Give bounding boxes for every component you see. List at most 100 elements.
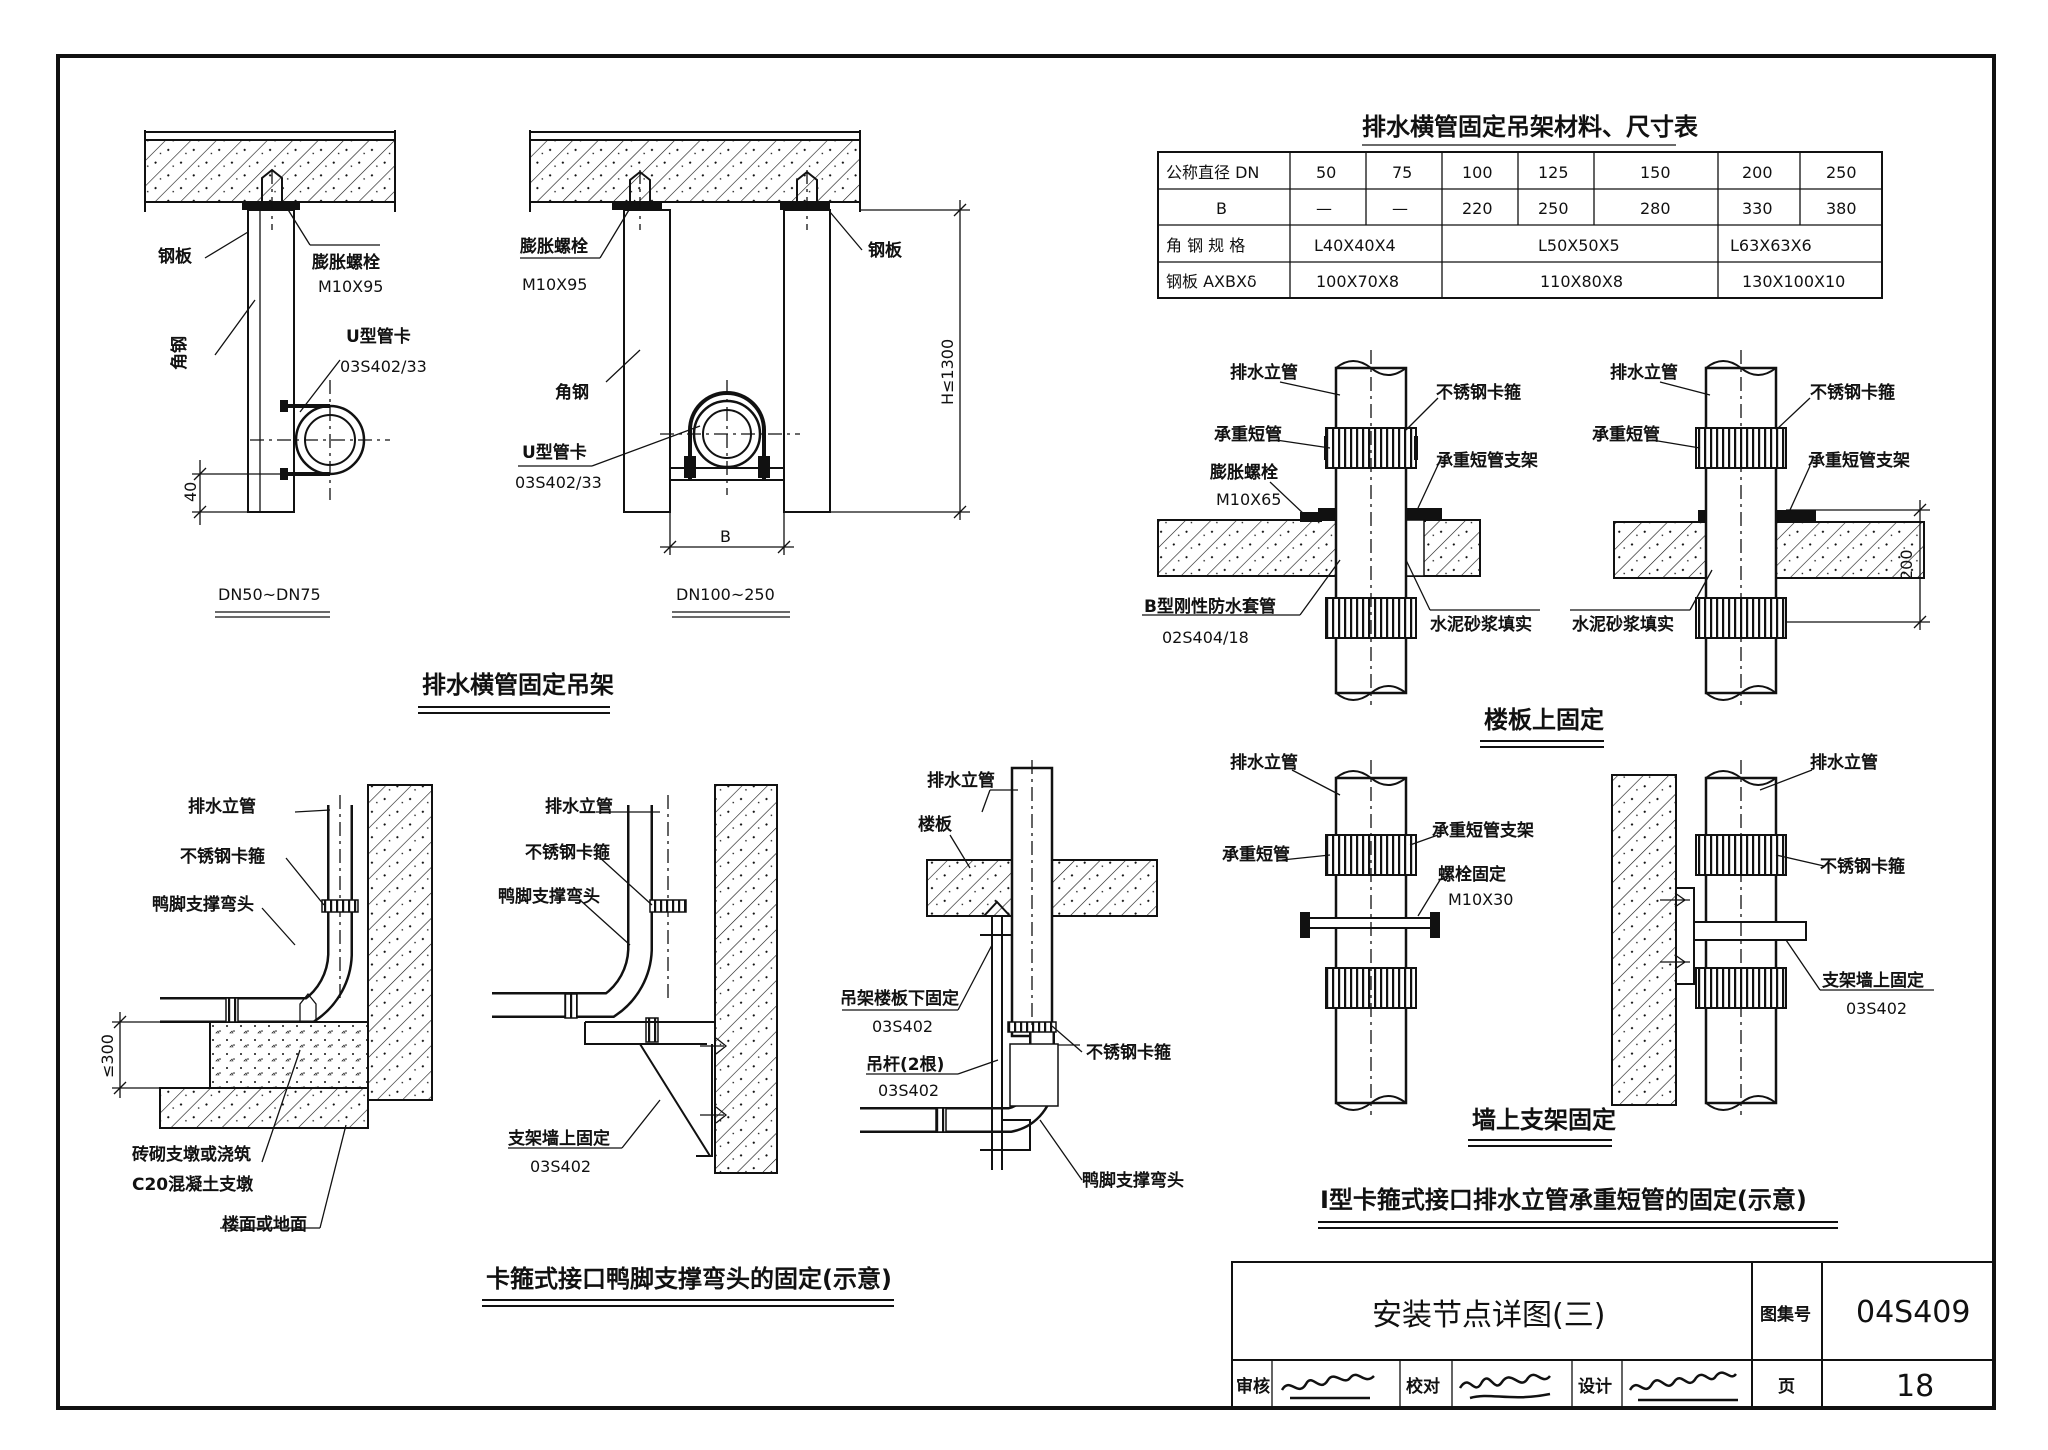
label-expansion-bolt: 膨胀螺栓 <box>312 252 380 273</box>
label-ss-clamp-5: 不锈钢卡箍 <box>525 842 610 863</box>
atlas-label: 图集号 <box>1760 1304 1811 1325</box>
cell-b: 250 <box>1538 199 1569 218</box>
label-u-clamp-ref: 03S402/33 <box>340 357 427 376</box>
row-dn-label: 公称直径 DN <box>1166 163 1259 182</box>
label-floor: 楼面或地面 <box>222 1214 307 1235</box>
dim-b: B <box>720 527 731 546</box>
dim-h: H≤1300 <box>938 339 957 405</box>
caption-dn100-250: DN100~250 <box>676 585 775 604</box>
cell-dn: 125 <box>1538 163 1569 182</box>
label-expansion-bolt-3: 膨胀螺栓 <box>1210 462 1278 483</box>
cell-dn: 250 <box>1826 163 1857 182</box>
label-wall-ref-2: 03S402 <box>530 1157 591 1176</box>
label-hanger-fix: 吊架楼板下固定 <box>840 988 959 1009</box>
label-rod: 吊杆(2根) <box>866 1054 944 1075</box>
label-rod-ref: 03S402 <box>878 1081 939 1100</box>
label-riser-6: 排水立管 <box>545 796 613 817</box>
label-u-clamp-ref-2: 03S402/33 <box>515 473 602 492</box>
label-ss-clamp-2: 不锈钢卡箍 <box>1810 382 1895 403</box>
cell-b: 380 <box>1826 199 1857 218</box>
label-riser-2: 排水立管 <box>1610 362 1678 383</box>
label-wall-ref: 03S402 <box>1846 999 1907 1018</box>
label-riser-4: 排水立管 <box>1810 752 1878 773</box>
cell-b: 220 <box>1462 199 1493 218</box>
label-sleeve-ref: 02S404/18 <box>1162 628 1249 647</box>
label-angle-steel: 角钢 <box>169 336 190 370</box>
cell-dn: 100 <box>1462 163 1493 182</box>
hanger-details: 40 钢板 膨胀螺栓 M10X95 角钢 U型管卡 03S402/33 DN50… <box>144 130 970 714</box>
material-table: 排水横管固定吊架材料、尺寸表 公称直径 DN 50 75 100 125 150… <box>1157 113 1883 299</box>
label-bearing-pipe-3: 承重短管 <box>1222 844 1290 865</box>
cell-b: 330 <box>1742 199 1773 218</box>
cell-dn: 200 <box>1742 163 1773 182</box>
label-mortar-2: 水泥砂浆填实 <box>1572 614 1674 635</box>
dim-300: ≤300 <box>98 1034 117 1078</box>
design-label: 设计 <box>1578 1376 1612 1397</box>
label-bearing-support-3: 承重短管支架 <box>1432 820 1534 841</box>
label-sleeve: B型刚性防水套管 <box>1144 596 1276 617</box>
label-ss-clamp-3: 不锈钢卡箍 <box>1820 856 1905 877</box>
signature-designer <box>1628 1371 1738 1402</box>
label-steel-plate-2: 钢板 <box>868 240 903 261</box>
section-title-wall-fix: 墙上支架固定 <box>1472 1106 1616 1134</box>
label-bolt-spec-2: M10X95 <box>522 275 587 294</box>
label-bearing-support: 承重短管支架 <box>1436 450 1538 471</box>
cell-b: — <box>1392 199 1408 218</box>
label-angle-steel-2: 角钢 <box>555 382 589 403</box>
cell-plate: 130X100X10 <box>1742 272 1845 291</box>
page-no: 18 <box>1896 1369 1934 1404</box>
label-steel-plate: 钢板 <box>158 246 193 267</box>
label-ss-clamp-6: 不锈钢卡箍 <box>1086 1042 1171 1063</box>
signature-reviewer <box>1280 1373 1375 1400</box>
elbow-fix-details: ≤300 排水立管 不锈钢卡箍 鸭脚支撑弯头 砖砌支墩或浇筑 C20混凝土支墩 … <box>98 760 1184 1307</box>
section-title-elbow: 卡箍式接口鸭脚支撑弯头的固定(示意) <box>486 1265 892 1293</box>
signature-checker <box>1458 1373 1551 1400</box>
cell-b: 280 <box>1640 199 1671 218</box>
label-riser-5: 排水立管 <box>188 796 256 817</box>
label-bearing-support-2: 承重短管支架 <box>1808 450 1910 471</box>
cell-plate: 110X80X8 <box>1540 272 1623 291</box>
floor-fix-details: 排水立管 不锈钢卡箍 承重短管 承重短管支架 膨胀螺栓 M10X65 B型刚性防… <box>1142 350 1930 748</box>
wall-fix-details: 排水立管 承重短管 承重短管支架 螺栓固定 M10X30 排水立管 不锈钢卡箍 … <box>1222 752 1934 1229</box>
cell-b: — <box>1316 199 1332 218</box>
row-plate-label: 钢板 AXBXδ <box>1166 272 1257 291</box>
label-riser-3: 排水立管 <box>1230 752 1298 773</box>
label-u-clamp: U型管卡 <box>346 326 411 347</box>
section-title-hanger: 排水横管固定吊架 <box>422 671 614 699</box>
cell-dn: 150 <box>1640 163 1671 182</box>
review-label: 审核 <box>1236 1376 1270 1397</box>
label-bearing-pipe: 承重短管 <box>1214 424 1282 445</box>
dim-200: 200 <box>1897 549 1916 580</box>
check-label: 校对 <box>1406 1376 1440 1397</box>
row-b-label: B <box>1216 199 1227 218</box>
title-block: 安装节点详图(三) 图集号 04S409 审核 校对 设计 页 18 <box>1231 1261 1995 1409</box>
label-duck-elbow: 鸭脚支撑弯头 <box>152 894 254 915</box>
label-u-clamp-2: U型管卡 <box>522 442 587 463</box>
sheet-title: 安装节点详图(三) <box>1372 1298 1605 1333</box>
label-expansion-bolt-2: 膨胀螺栓 <box>520 236 588 257</box>
caption-type1: Ⅰ型卡箍式接口排水立管承重短管的固定(示意) <box>1320 1186 1807 1214</box>
cell-angle: L63X63X6 <box>1730 236 1812 255</box>
cell-plate: 100X70X8 <box>1316 272 1399 291</box>
cell-angle: L50X50X5 <box>1538 236 1620 255</box>
atlas-no: 04S409 <box>1856 1295 1970 1330</box>
cell-dn: 50 <box>1316 163 1336 182</box>
dim-40: 40 <box>181 482 200 502</box>
cell-dn: 75 <box>1392 163 1412 182</box>
row-angle-label: 角 钢 规 格 <box>1166 236 1245 255</box>
table-title: 排水横管固定吊架材料、尺寸表 <box>1362 113 1699 141</box>
label-wall-fix: 支架墙上固定 <box>1822 970 1924 991</box>
label-duck-elbow-3: 鸭脚支撑弯头 <box>1082 1170 1184 1191</box>
label-bolt-spec: M10X95 <box>318 277 383 296</box>
label-ss-clamp-4: 不锈钢卡箍 <box>180 846 265 867</box>
label-wall-fix-2: 支架墙上固定 <box>508 1128 610 1149</box>
label-duck-elbow-2: 鸭脚支撑弯头 <box>498 886 600 907</box>
label-concrete-pier: C20混凝土支墩 <box>132 1174 254 1195</box>
label-brick-pier: 砖砌支墩或浇筑 <box>132 1144 251 1165</box>
label-bearing-pipe-2: 承重短管 <box>1592 424 1660 445</box>
label-hanger-ref: 03S402 <box>872 1017 933 1036</box>
page-label: 页 <box>1778 1377 1795 1397</box>
label-ss-clamp: 不锈钢卡箍 <box>1436 382 1521 403</box>
sheet-frame <box>56 54 1996 1410</box>
